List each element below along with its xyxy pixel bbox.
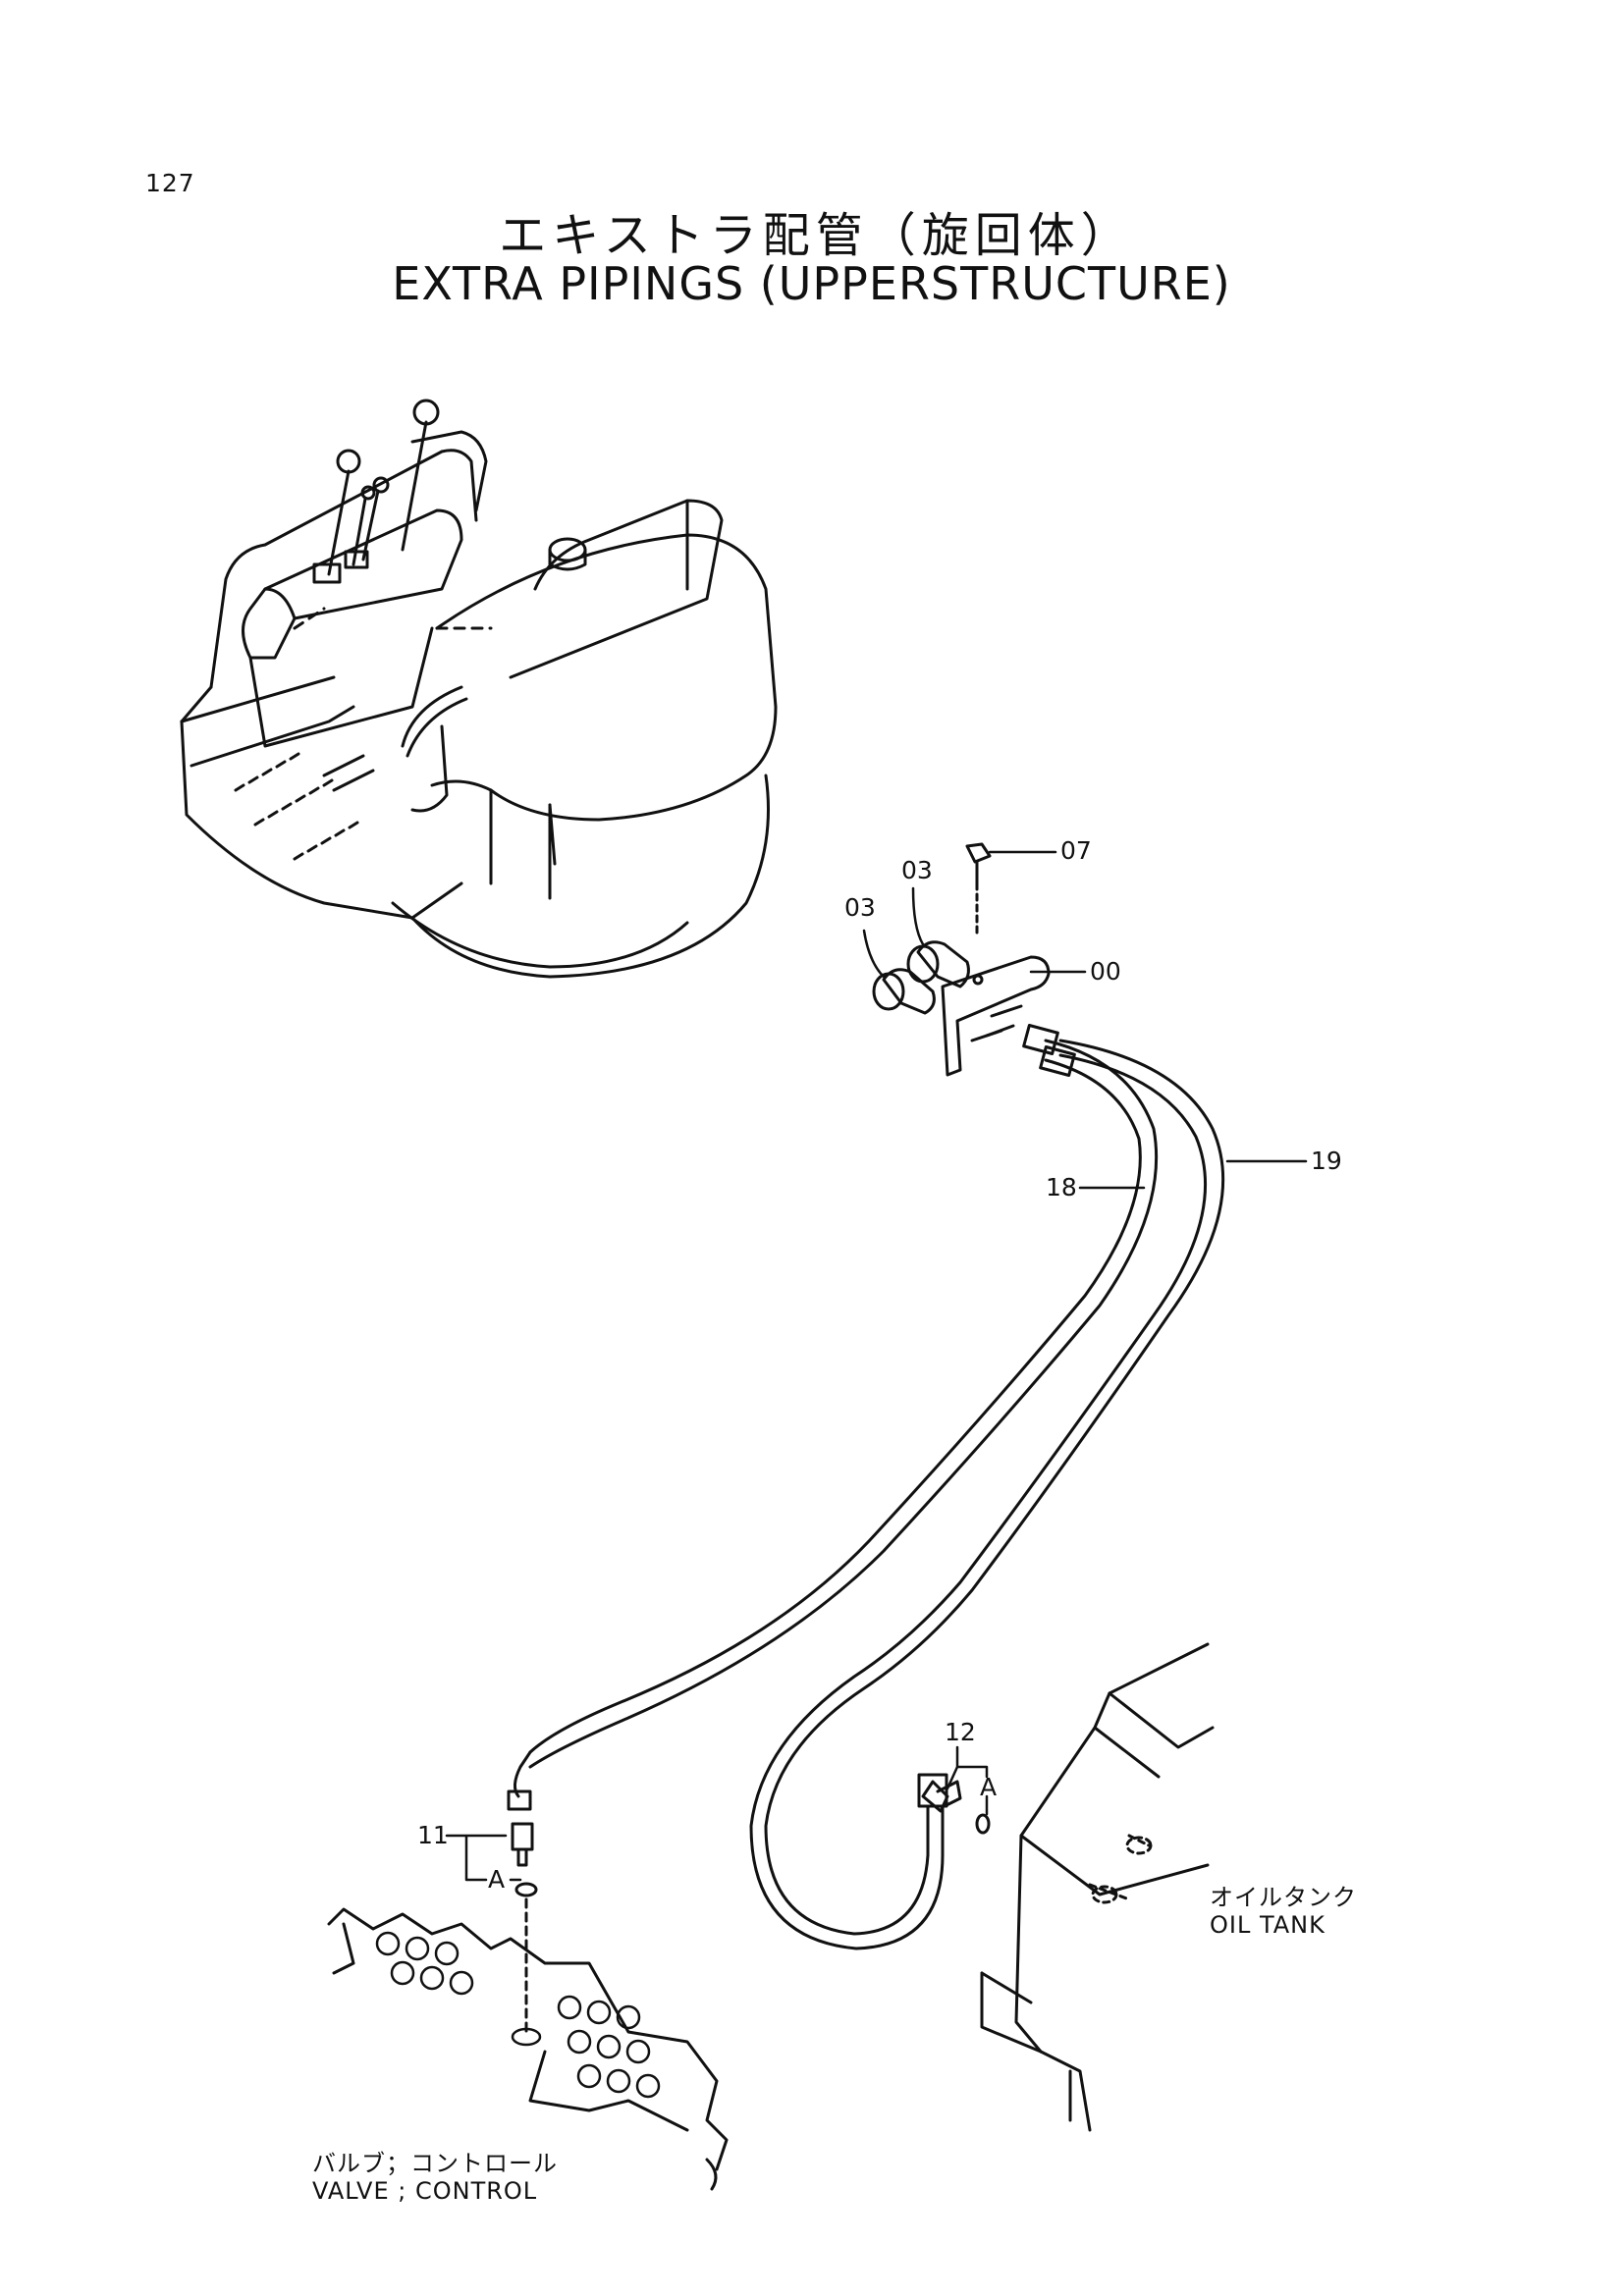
upperstructure-illustration [180,399,778,979]
page-number: 127 [145,169,195,197]
hose-assembly [507,1023,1225,1950]
control-valve-illustration [327,1822,729,2191]
detail-a-left: A [488,1865,506,1894]
tank-caption-japanese: オイルタンク [1210,1884,1357,1911]
bracket-assembly [872,842,1051,1077]
page-title-japanese: エキストラ配管（旋回体） [499,208,1134,263]
callout-07: 07 [1060,836,1092,865]
callout-11: 11 [417,1821,449,1849]
callout-03-upper: 03 [901,856,933,884]
page-title-english: EXTRA PIPINGS (UPPERSTRUCTURE) [392,257,1231,310]
callout-12: 12 [945,1718,976,1746]
tank-caption-english: OIL TANK [1210,1911,1325,1939]
callout-19: 19 [1311,1147,1342,1175]
callout-18: 18 [1046,1173,1077,1201]
oil-tank-illustration [921,1642,1215,2132]
valve-caption-japanese: バルブ；コントロール [312,2150,558,2177]
detail-a-right: A [980,1773,998,1801]
callout-03-lower: 03 [844,893,876,922]
callout-00: 00 [1090,957,1121,986]
leader-lines [445,850,1308,1882]
valve-caption-english: VALVE ; CONTROL [312,2177,538,2205]
